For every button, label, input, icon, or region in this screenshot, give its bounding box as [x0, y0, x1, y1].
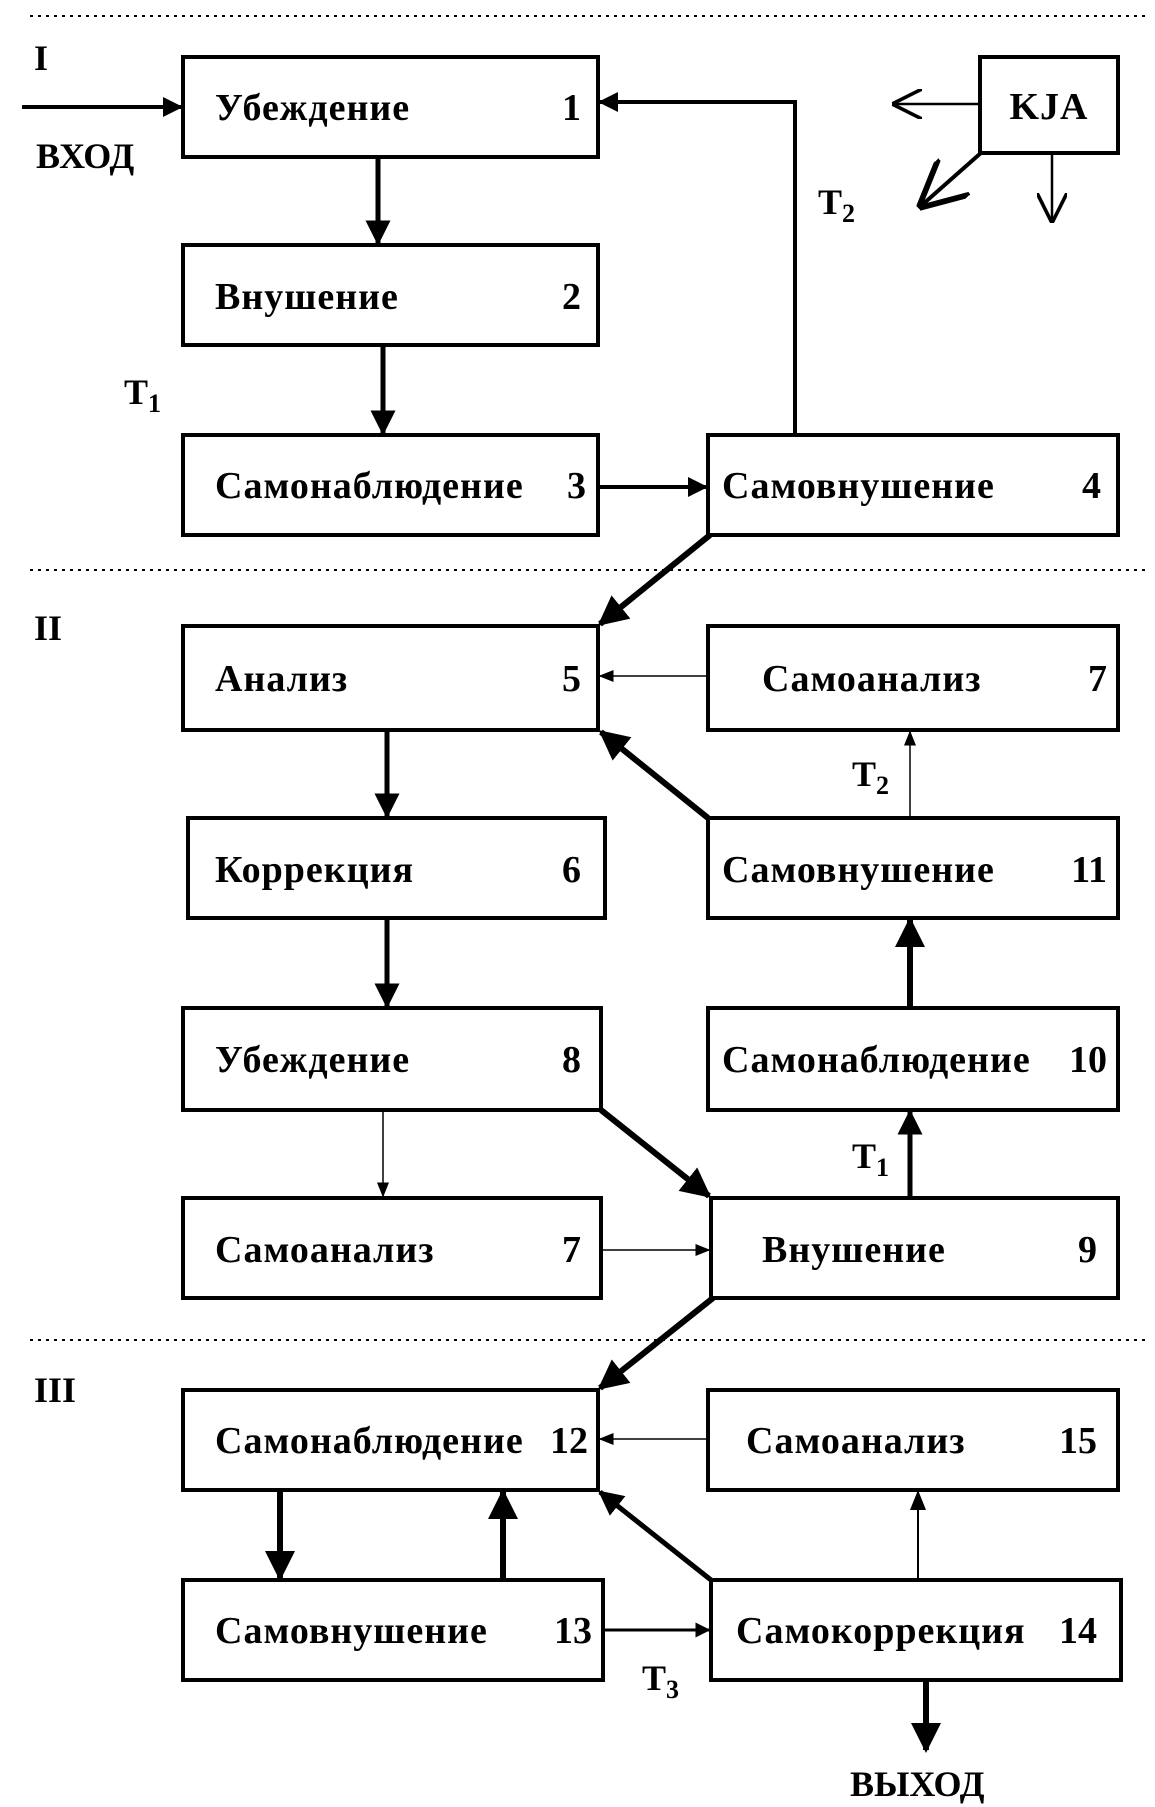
section-label-iii: III — [34, 1370, 76, 1410]
block-13: Самовнушение 13 — [181, 1578, 605, 1682]
block-4: Самовнушение 4 — [706, 433, 1120, 537]
block-8: Убеждение 8 — [181, 1006, 603, 1112]
block-1: Убеждение 1 — [181, 55, 600, 159]
arrow-14-12 — [598, 1490, 713, 1582]
time-label-t1-top: T1 — [124, 372, 161, 418]
block-2: Внушение 2 — [181, 243, 600, 347]
svg-text:13: 13 — [554, 1610, 592, 1652]
block-14: Самокоррекция 14 — [709, 1578, 1123, 1682]
arrow-4-1-feedback — [598, 92, 797, 435]
block-9: Внушение 9 — [709, 1196, 1120, 1300]
time-label-t1-mid: T1 — [852, 1136, 889, 1182]
svg-text:Самовнушение: Самовнушение — [722, 849, 995, 891]
svg-text:Внушение: Внушение — [762, 1229, 946, 1271]
time-label-t2-top: T2 — [818, 182, 855, 228]
block-5: Анализ 5 — [181, 624, 600, 732]
svg-text:Самовнушение: Самовнушение — [722, 465, 995, 507]
svg-text:9: 9 — [1078, 1229, 1097, 1271]
svg-text:4: 4 — [1082, 465, 1101, 507]
block-12: Самонаблюдение 12 — [181, 1388, 600, 1492]
svg-text:6: 6 — [562, 849, 581, 891]
arrow-9-12 — [597, 1295, 715, 1391]
svg-text:1: 1 — [562, 87, 581, 129]
svg-text:14: 14 — [1059, 1610, 1097, 1652]
svg-text:Самонаблюдение: Самонаблюдение — [722, 1039, 1031, 1081]
svg-text:Анализ: Анализ — [215, 658, 348, 700]
time-label-t2-mid: T2 — [852, 754, 889, 800]
section-label-i: I — [34, 38, 48, 78]
time-label-t3-bottom: T3 — [642, 1658, 679, 1704]
svg-text:2: 2 — [562, 276, 581, 318]
svg-text:7: 7 — [562, 1229, 581, 1271]
svg-text:10: 10 — [1069, 1039, 1107, 1081]
svg-text:15: 15 — [1059, 1420, 1097, 1462]
svg-text:Коррекция: Коррекция — [215, 849, 414, 891]
kja-block: KJA — [978, 55, 1120, 155]
svg-text:Самокоррекция: Самокоррекция — [736, 1610, 1026, 1652]
arrow-kja-down-left — [922, 150, 984, 205]
block-11: Самовнушение 11 — [706, 816, 1120, 920]
svg-text:Самоанализ: Самоанализ — [746, 1420, 966, 1462]
svg-text:Самоанализ: Самоанализ — [215, 1229, 435, 1271]
svg-text:11: 11 — [1071, 849, 1107, 891]
arrows — [22, 92, 1052, 1753]
block-6: Коррекция 6 — [186, 816, 607, 920]
svg-text:12: 12 — [550, 1420, 588, 1462]
block-15: Самоанализ 15 — [706, 1388, 1120, 1492]
svg-text:Самонаблюдение: Самонаблюдение — [215, 465, 524, 507]
svg-text:Внушение: Внушение — [215, 276, 399, 318]
svg-text:8: 8 — [562, 1039, 581, 1081]
block-7-lower: Самоанализ 7 — [181, 1196, 603, 1300]
svg-text:5: 5 — [562, 658, 581, 700]
input-label: ВХОД — [36, 136, 134, 176]
block-7-upper: Самоанализ 7 — [706, 624, 1120, 732]
svg-text:Самонаблюдение: Самонаблюдение — [215, 1420, 524, 1462]
svg-text:Убеждение: Убеждение — [215, 1039, 410, 1081]
output-label: ВЫХОД — [850, 1764, 985, 1804]
section-label-ii: II — [34, 608, 62, 648]
svg-text:Самоанализ: Самоанализ — [762, 658, 982, 700]
svg-text:Самовнушение: Самовнушение — [215, 1610, 488, 1652]
block-10: Самонаблюдение 10 — [706, 1006, 1120, 1112]
svg-text:7: 7 — [1088, 658, 1107, 700]
block-3: Самонаблюдение 3 — [181, 433, 600, 537]
svg-text:3: 3 — [567, 465, 586, 507]
arrow-8-9 — [599, 1107, 712, 1199]
svg-text:KJA: KJA — [1010, 86, 1089, 128]
svg-text:Убеждение: Убеждение — [215, 87, 410, 129]
arrow-4-5 — [597, 532, 712, 627]
arrow-11-5 — [598, 729, 710, 821]
